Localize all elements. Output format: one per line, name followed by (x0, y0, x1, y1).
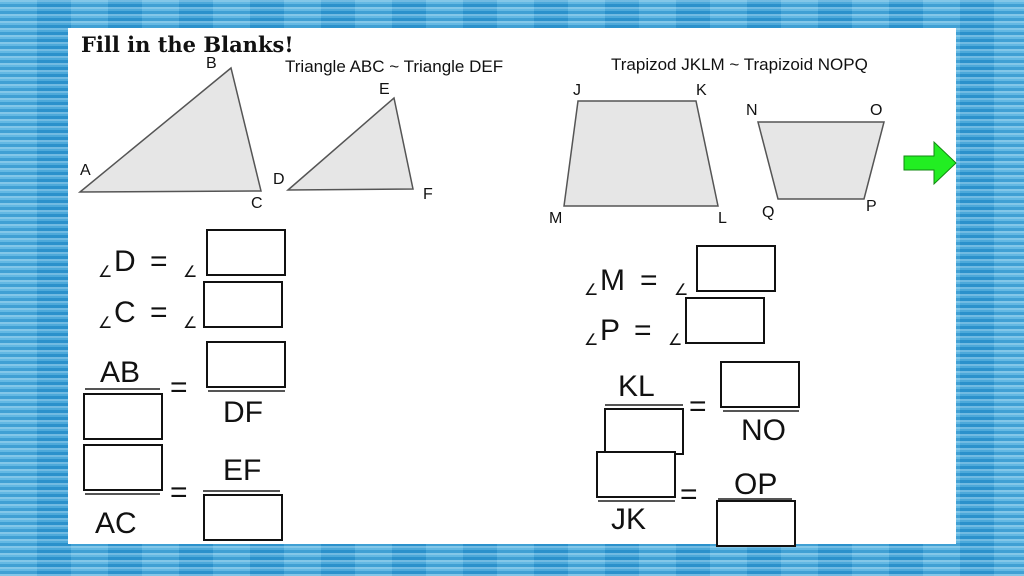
equals-sign: = (170, 476, 188, 509)
fraction-denominator-df: DF (223, 396, 263, 429)
equals-sign: = (634, 314, 652, 347)
triangle-def (285, 96, 414, 191)
fraction-numerator-ef: EF (223, 454, 262, 487)
answer-box-ratio2-denominator[interactable] (203, 494, 283, 541)
fraction-numerator-op: OP (734, 468, 778, 501)
trapezoid-nopq (757, 121, 885, 200)
vertex-label-o: O (870, 102, 883, 119)
vertex-label-f: F (423, 186, 433, 203)
equals-sign: = (689, 390, 707, 423)
slide: Fill in the Blanks! Triangle ABC ~ Trian… (68, 28, 958, 547)
angle-symbol-icon: ∠ (674, 282, 689, 299)
fraction-bar (85, 493, 160, 495)
trapezoid-jklm (563, 100, 719, 207)
fraction-denominator-jk: JK (611, 503, 647, 536)
fraction-denominator-no: NO (741, 414, 786, 447)
vertex-label-d: D (273, 171, 285, 188)
angle-p-label: P (600, 314, 621, 347)
fraction-numerator-ab: AB (100, 356, 141, 389)
shapes-canvas (77, 66, 885, 207)
fraction-bar (605, 404, 683, 406)
angle-m-label: M (600, 264, 625, 297)
answer-box-ratio3-numerator[interactable] (720, 361, 800, 408)
angle-symbol-icon: ∠ (98, 264, 113, 281)
fraction-bar (208, 390, 285, 392)
answer-box-angle-c[interactable] (203, 281, 283, 328)
trapezoid-similarity-header: Trapizod JKLM ~ Trapizoid NOPQ (611, 55, 868, 74)
angle-c-label: C (114, 296, 136, 329)
answer-box-ratio1-numerator[interactable] (206, 341, 286, 388)
fraction-numerator-kl: KL (618, 370, 655, 403)
answer-box-ratio3-denominator[interactable] (604, 408, 684, 455)
fraction-bar (718, 498, 792, 500)
angle-symbol-icon: ∠ (584, 282, 599, 299)
vertex-label-k: K (696, 82, 707, 99)
vertex-label-b: B (206, 55, 217, 72)
answer-box-angle-m[interactable] (696, 245, 776, 292)
vertex-label-j: J (573, 82, 581, 99)
equals-sign: = (640, 264, 658, 297)
vertex-label-c: C (251, 195, 263, 212)
fraction-bar (203, 490, 280, 492)
equals-sign: = (150, 296, 168, 329)
equals-sign: = (680, 478, 698, 511)
fraction-bar (723, 410, 799, 412)
answer-box-ratio4-denominator[interactable] (716, 500, 796, 547)
answer-box-ratio1-denominator[interactable] (83, 393, 163, 440)
answer-box-angle-d[interactable] (206, 229, 286, 276)
angle-d-label: D (114, 245, 136, 278)
vertex-label-p: P (866, 198, 877, 215)
answer-box-angle-p[interactable] (685, 297, 765, 344)
equals-sign: = (170, 371, 188, 404)
angle-symbol-icon: ∠ (183, 315, 198, 332)
next-arrow-icon[interactable] (902, 140, 958, 186)
equals-sign: = (150, 245, 168, 278)
answer-box-ratio4-numerator[interactable] (596, 451, 676, 498)
vertex-label-a: A (80, 162, 91, 179)
angle-symbol-icon: ∠ (183, 264, 198, 281)
answer-box-ratio2-numerator[interactable] (83, 444, 163, 491)
vertex-label-e: E (379, 81, 390, 98)
triangle-similarity-header: Triangle ABC ~ Triangle DEF (285, 57, 504, 76)
page-title: Fill in the Blanks! (81, 32, 294, 57)
fraction-bar (598, 500, 675, 502)
angle-symbol-icon: ∠ (584, 332, 599, 349)
fraction-bar (85, 388, 160, 390)
fraction-denominator-ac: AC (95, 507, 137, 540)
vertex-label-m: M (549, 210, 563, 227)
vertex-label-n: N (746, 102, 758, 119)
vertex-label-l: L (718, 210, 727, 227)
angle-symbol-icon: ∠ (668, 332, 683, 349)
triangle-abc (77, 66, 262, 193)
angle-symbol-icon: ∠ (98, 315, 113, 332)
vertex-label-q: Q (762, 204, 775, 221)
